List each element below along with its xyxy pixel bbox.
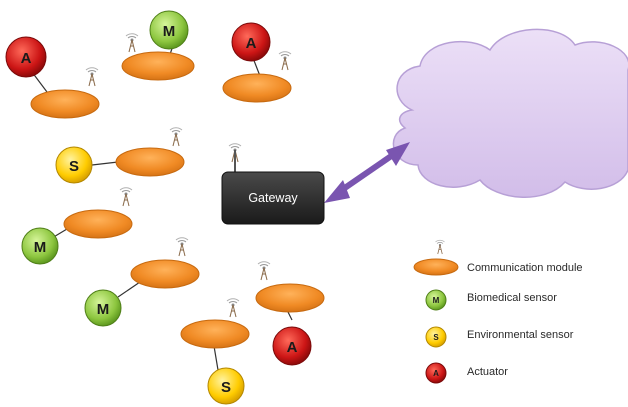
module-lower-right [255,261,325,313]
legend-item-communication-module: Communication module [413,239,583,276]
legend-symbol: M [433,296,440,305]
environmental-sensor-node: S [55,146,93,184]
biomedical-letter: M [97,301,110,318]
module-mid-right [115,127,185,177]
environmental-letter: S [69,158,79,175]
environmental-sensor-node: S [207,367,245,405]
biomedical-sensor-node: M [21,227,59,265]
actuator-node: A [231,22,271,62]
antenna-icon [226,298,240,318]
biomedical-letter: M [163,23,176,40]
legend-label: Environmental sensor [467,329,574,341]
antenna-icon [435,239,445,255]
actuator-node: A [272,326,312,366]
actuator-letter: A [246,35,257,52]
biomedical-sensor-node: M [84,289,122,327]
module-mid-left [63,187,133,239]
antenna-icon [125,33,139,53]
antenna-icon [119,187,133,207]
module-lower-center [130,237,200,289]
module-top-right [222,51,292,103]
antenna-icon [85,67,99,87]
antenna-icon [257,261,271,281]
legend-item-biomedical-sensor: M Biomedical sensor [425,289,557,311]
biomedical-sensor-node: M [149,10,189,50]
communication-modules [30,33,325,349]
module-top-left [30,67,100,119]
legend-symbol: S [433,333,439,342]
antenna-icon [175,237,189,257]
antenna-icon [278,51,292,71]
legend-item-actuator: A Actuator [425,362,508,384]
legend: Communication module M Biomedical sensor… [413,239,583,384]
actuator-letter: A [21,50,32,67]
biomedical-letter: M [34,239,47,256]
legend-label: Actuator [467,366,508,378]
cloud-shape [392,28,628,198]
gateway-cloud-link [324,142,410,203]
actuator-node: A [5,36,47,78]
legend-label: Biomedical sensor [467,292,557,304]
gateway-node: Gateway [221,143,325,225]
legend-item-environmental-sensor: S Environmental sensor [425,326,574,348]
environmental-letter: S [221,379,231,396]
module-top-center [121,33,195,81]
sensor-nodes: A M A S M M A S [5,10,312,405]
actuator-letter: A [287,339,298,356]
gateway-label: Gateway [248,191,298,205]
module-bottom-center [180,298,250,349]
legend-label: Communication module [467,262,583,274]
legend-symbol: A [433,369,439,378]
antenna-icon [169,127,183,147]
